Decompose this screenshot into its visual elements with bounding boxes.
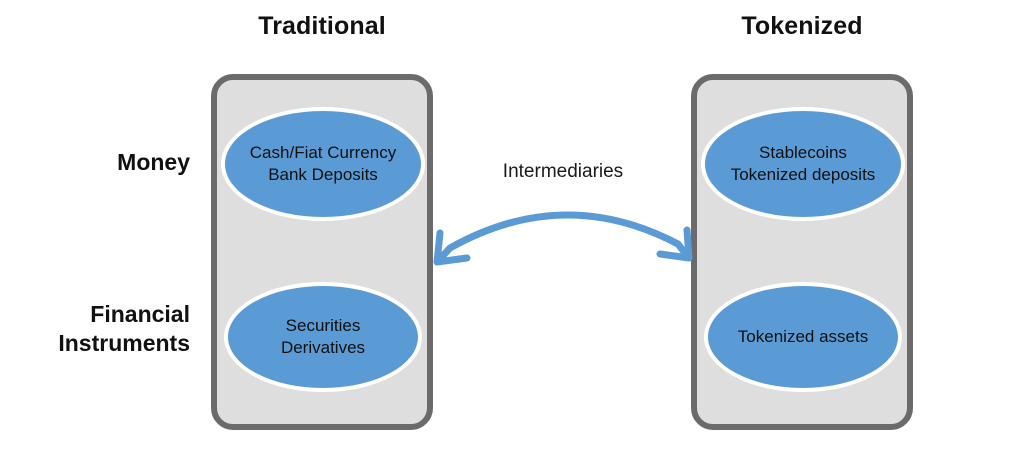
intermediaries-double-arrow-icon [433,211,693,266]
row-label-money: Money [117,149,190,175]
node-traditional-financial-instruments-label: Securities Derivatives [280,316,366,357]
column-heading-tokenized: Tokenized [741,12,863,40]
node-traditional-money[interactable]: Cash/Fiat Currency Bank Deposits [221,107,425,221]
column-heading-traditional: Traditional [258,12,386,40]
row-label-financial-instruments: Financial Instruments [58,301,190,356]
connector-label-intermediaries: Intermediaries [502,161,624,182]
node-tokenized-money[interactable]: Stablecoins Tokenized deposits [701,107,905,221]
arrow-tail-left [434,244,454,265]
arrow-tail-right [674,240,692,261]
node-traditional-financial-instruments[interactable]: Securities Derivatives [224,282,422,392]
node-traditional-money-label: Cash/Fiat Currency Bank Deposits [249,143,397,184]
node-tokenized-money-label: Stablecoins Tokenized deposits [730,143,876,184]
arrow-arc [446,211,682,252]
node-tokenized-financial-instruments-label: Tokenized assets [737,327,869,346]
node-tokenized-financial-instruments[interactable]: Tokenized assets [704,282,902,392]
